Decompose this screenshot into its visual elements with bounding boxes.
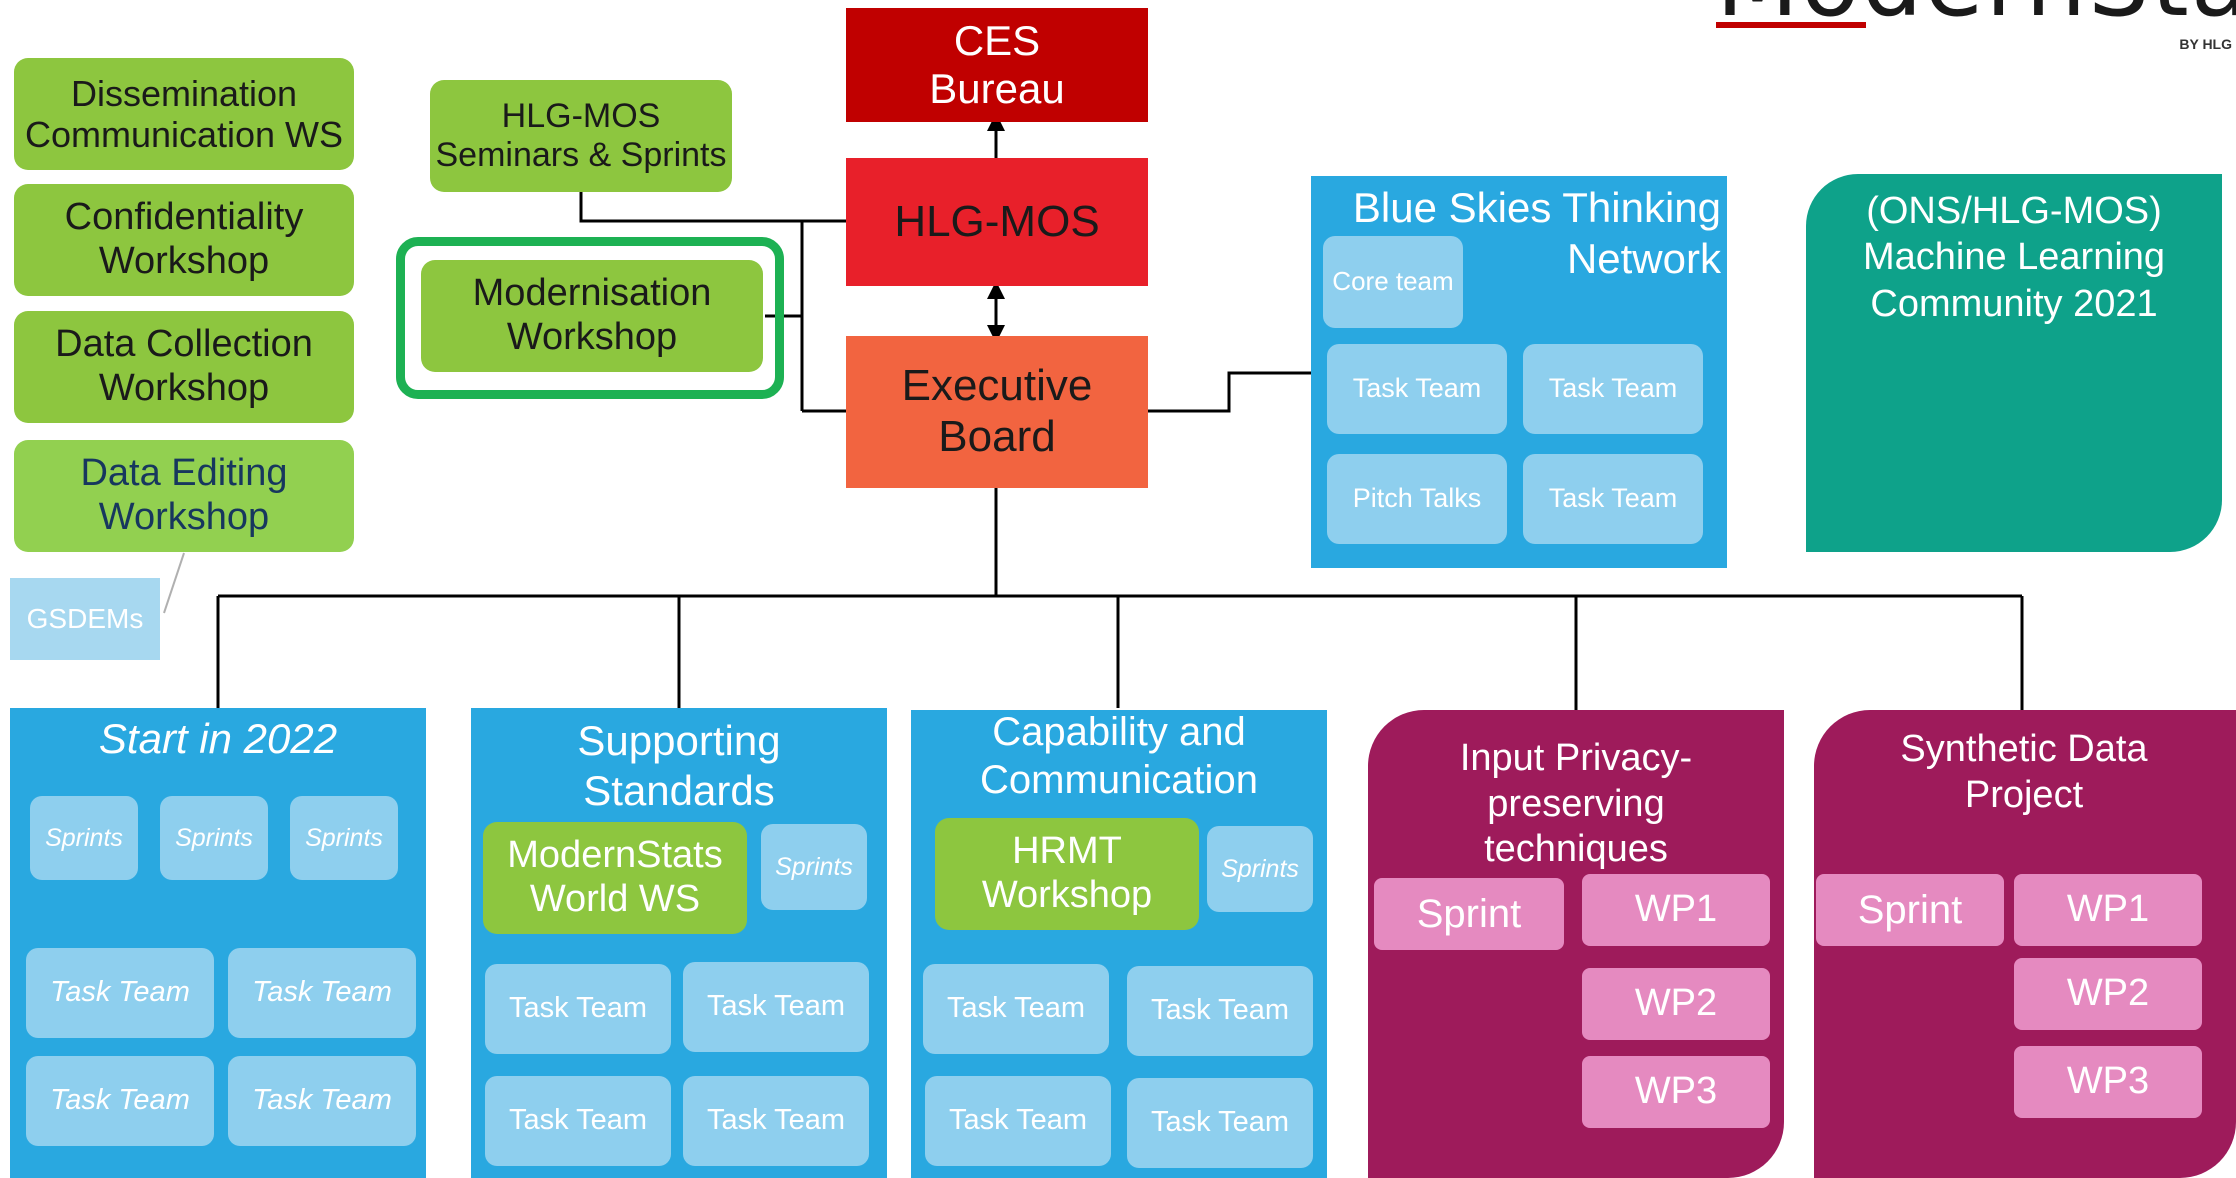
modernisation-highlight-frame (396, 237, 784, 399)
seminars-sprints-box: HLG-MOS Seminars & Sprints (430, 80, 732, 192)
gsdems-connector (163, 552, 185, 614)
task-team-box: Task Team (228, 1056, 416, 1146)
supporting-standards-title: Supporting Standards (577, 717, 781, 815)
seminars-connector (579, 190, 846, 223)
task-team-box: Task Team (26, 1056, 214, 1146)
capability-communication-title: Capability and Communication (980, 710, 1258, 802)
data-collection-workshop: Data Collection Workshop (14, 311, 354, 423)
sprints-box: Sprints (290, 796, 398, 880)
ml-community-panel (1806, 174, 2222, 552)
sprints-box: Sprints (1207, 826, 1313, 912)
sprints-box: Sprints (761, 824, 867, 910)
logo-byline: BY HLG (2179, 36, 2232, 52)
blue-skies-task-team: Task Team (1327, 344, 1507, 434)
task-team-box: Task Team (683, 962, 869, 1052)
core-team-box: Core team (1323, 236, 1463, 328)
input-privacy-title: Input Privacy- preserving techniques (1459, 737, 1693, 871)
start-2022-title: Start in 2022 (98, 715, 338, 762)
hrmt-workshop: HRMT Workshop (935, 818, 1199, 930)
task-team-box: Task Team (683, 1076, 869, 1166)
sprints-box: Sprints (30, 796, 138, 880)
wp3-box: WP3 (1582, 1056, 1770, 1128)
blue-skies-connector (1148, 371, 1311, 413)
dissemination-workshop: Dissemination Communication WS (14, 58, 354, 170)
executive-board-box: Executive Board (846, 336, 1148, 488)
sprint-box: Sprint (1374, 878, 1564, 950)
blue-skies-task-team: Task Team (1523, 344, 1703, 434)
modernisation-workshop: Modernisation Workshop (421, 260, 763, 372)
sprint-box: Sprint (1816, 874, 2004, 946)
task-team-box: Task Team (485, 964, 671, 1054)
task-team-box: Task Team (26, 948, 214, 1038)
task-team-box: Task Team (923, 964, 1109, 1054)
synthetic-data-title: Synthetic Data Project (1900, 728, 2148, 817)
task-team-box: Task Team (1127, 966, 1313, 1056)
wp3-box: WP3 (2014, 1046, 2202, 1118)
gsdems-box: GSDEMs (10, 578, 160, 660)
wp1-box: WP1 (1582, 874, 1770, 946)
pitch-talks-box: Pitch Talks (1327, 454, 1507, 544)
task-team-box: Task Team (485, 1076, 671, 1166)
task-team-box: Task Team (1127, 1078, 1313, 1168)
wp1-box: WP1 (2014, 874, 2202, 946)
sprints-box: Sprints (160, 796, 268, 880)
confidentiality-workshop: Confidentiality Workshop (14, 184, 354, 296)
logo-text: ModernStats (1716, 0, 2236, 38)
blue-skies-title: Blue Skies Thinking Network (1352, 184, 1721, 283)
task-team-box: Task Team (925, 1076, 1111, 1166)
ces-bureau-box: CES Bureau (846, 8, 1148, 122)
task-team-box: Task Team (228, 948, 416, 1038)
modernstats-logo: ModernStats BY HLG (1716, 0, 2236, 60)
hlg-mos-box: HLG-MOS (846, 158, 1148, 286)
blue-skies-task-team: Task Team (1523, 454, 1703, 544)
wp2-box: WP2 (1582, 968, 1770, 1040)
data-editing-workshop: Data Editing Workshop (14, 440, 354, 552)
modernstats-world-ws: ModernStats World WS (483, 822, 747, 934)
ml-community-label: (ONS/HLG-MOS) Machine Learning Community… (1862, 190, 2166, 325)
wp2-box: WP2 (2014, 958, 2202, 1030)
